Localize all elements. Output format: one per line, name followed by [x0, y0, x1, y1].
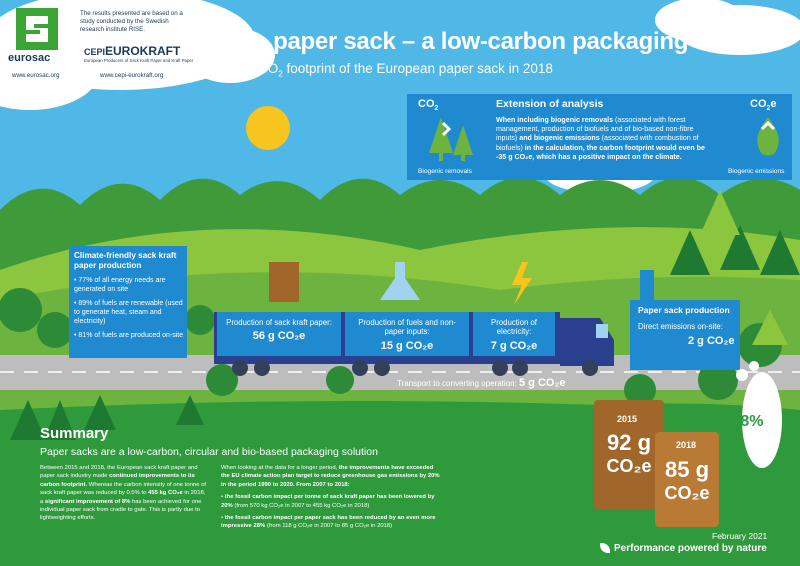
transport-text: Transport to converting operation: 5 g C…: [397, 377, 566, 389]
co2-label: CO2: [418, 98, 439, 113]
year-2018: 2018: [676, 440, 697, 450]
page-subtitle: CO2 footprint of the European paper sack…: [258, 61, 553, 79]
summary-column-1: Between 2015 and 2018, the European sack…: [40, 465, 206, 522]
eurosac-logo: eurosac: [6, 6, 68, 68]
production-box-paper: Production of sack kraft paper: 56 g CO₂…: [217, 312, 341, 356]
list-item: • 77% of all energy needs are generated …: [74, 277, 166, 294]
list-item: • 81% of fuels are produced on-site: [74, 332, 184, 340]
sack-production-value: 2 g CO₂e: [688, 335, 735, 347]
extension-box: [407, 94, 792, 180]
summary-heading: Summary: [40, 425, 109, 442]
extension-title: Extension of analysis: [496, 98, 604, 110]
extension-text: When including biogenic removals (associ…: [496, 116, 705, 161]
unit-2018: CO₂e: [664, 483, 710, 503]
eurosac-logo-icon: [16, 8, 58, 50]
footer-slogan: Performance powered by nature: [600, 543, 767, 554]
cepi-prefix: CEPI: [84, 47, 106, 57]
change-percent: -8%: [735, 413, 764, 430]
co2e-label: CO2e: [750, 98, 777, 113]
page-title: The paper sack – a low-carbon packaging: [225, 28, 689, 55]
removals-label: Biogenic removals: [418, 168, 472, 175]
list-item: • 89% of fuels are renewable (used to ge…: [74, 300, 183, 326]
cepi-url[interactable]: www.cepi-eurokraft.org: [100, 72, 164, 79]
production-box-electricity: Production of electricity: 7 g CO₂e: [473, 312, 555, 356]
value-2015: 92 g: [606, 430, 652, 455]
sack-production-title: Paper sack production: [638, 305, 730, 315]
list-item: • the fossil carbon impact per paper sac…: [221, 514, 436, 530]
logo-name: eurosac: [8, 52, 51, 64]
summary-column-2: When looking at the data for a longer pe…: [221, 465, 440, 530]
sack-production-label: Direct emissions on-site:: [638, 322, 723, 331]
unit-2015: CO₂e: [606, 456, 652, 476]
climate-friendly-title: Climate-friendly sack kraft paper produc…: [74, 251, 177, 271]
tree-removal-icon: [429, 117, 473, 161]
cepi-name: EUROKRAFT: [105, 44, 181, 58]
value-2018: 85 g: [664, 457, 710, 482]
leaf-icon: [600, 543, 610, 554]
year-2015: 2015: [617, 414, 638, 424]
logo-url[interactable]: www.eurosac.org: [12, 72, 60, 79]
rise-note: The results presented are based on a stu…: [80, 10, 183, 33]
flame-emission-icon: [757, 117, 779, 156]
production-box-fuels: Production of fuels and non-paper inputs…: [345, 312, 469, 356]
summary-subheading: Paper sacks are a low-carbon, circular a…: [40, 446, 378, 458]
list-item: • the fossil carbon impact per tonne of …: [221, 494, 435, 509]
cepi-tagline: European Producers of Sack Kraft Paper a…: [84, 58, 194, 63]
cepi-logo: CEPIEUROKRAFT: [84, 42, 180, 60]
climate-friendly-list: • 77% of all energy needs are generated …: [74, 276, 186, 346]
footer-date: February 2021: [712, 531, 768, 541]
climate-friendly-box: [69, 246, 187, 358]
emissions-label: Biogenic emissions: [728, 168, 785, 175]
